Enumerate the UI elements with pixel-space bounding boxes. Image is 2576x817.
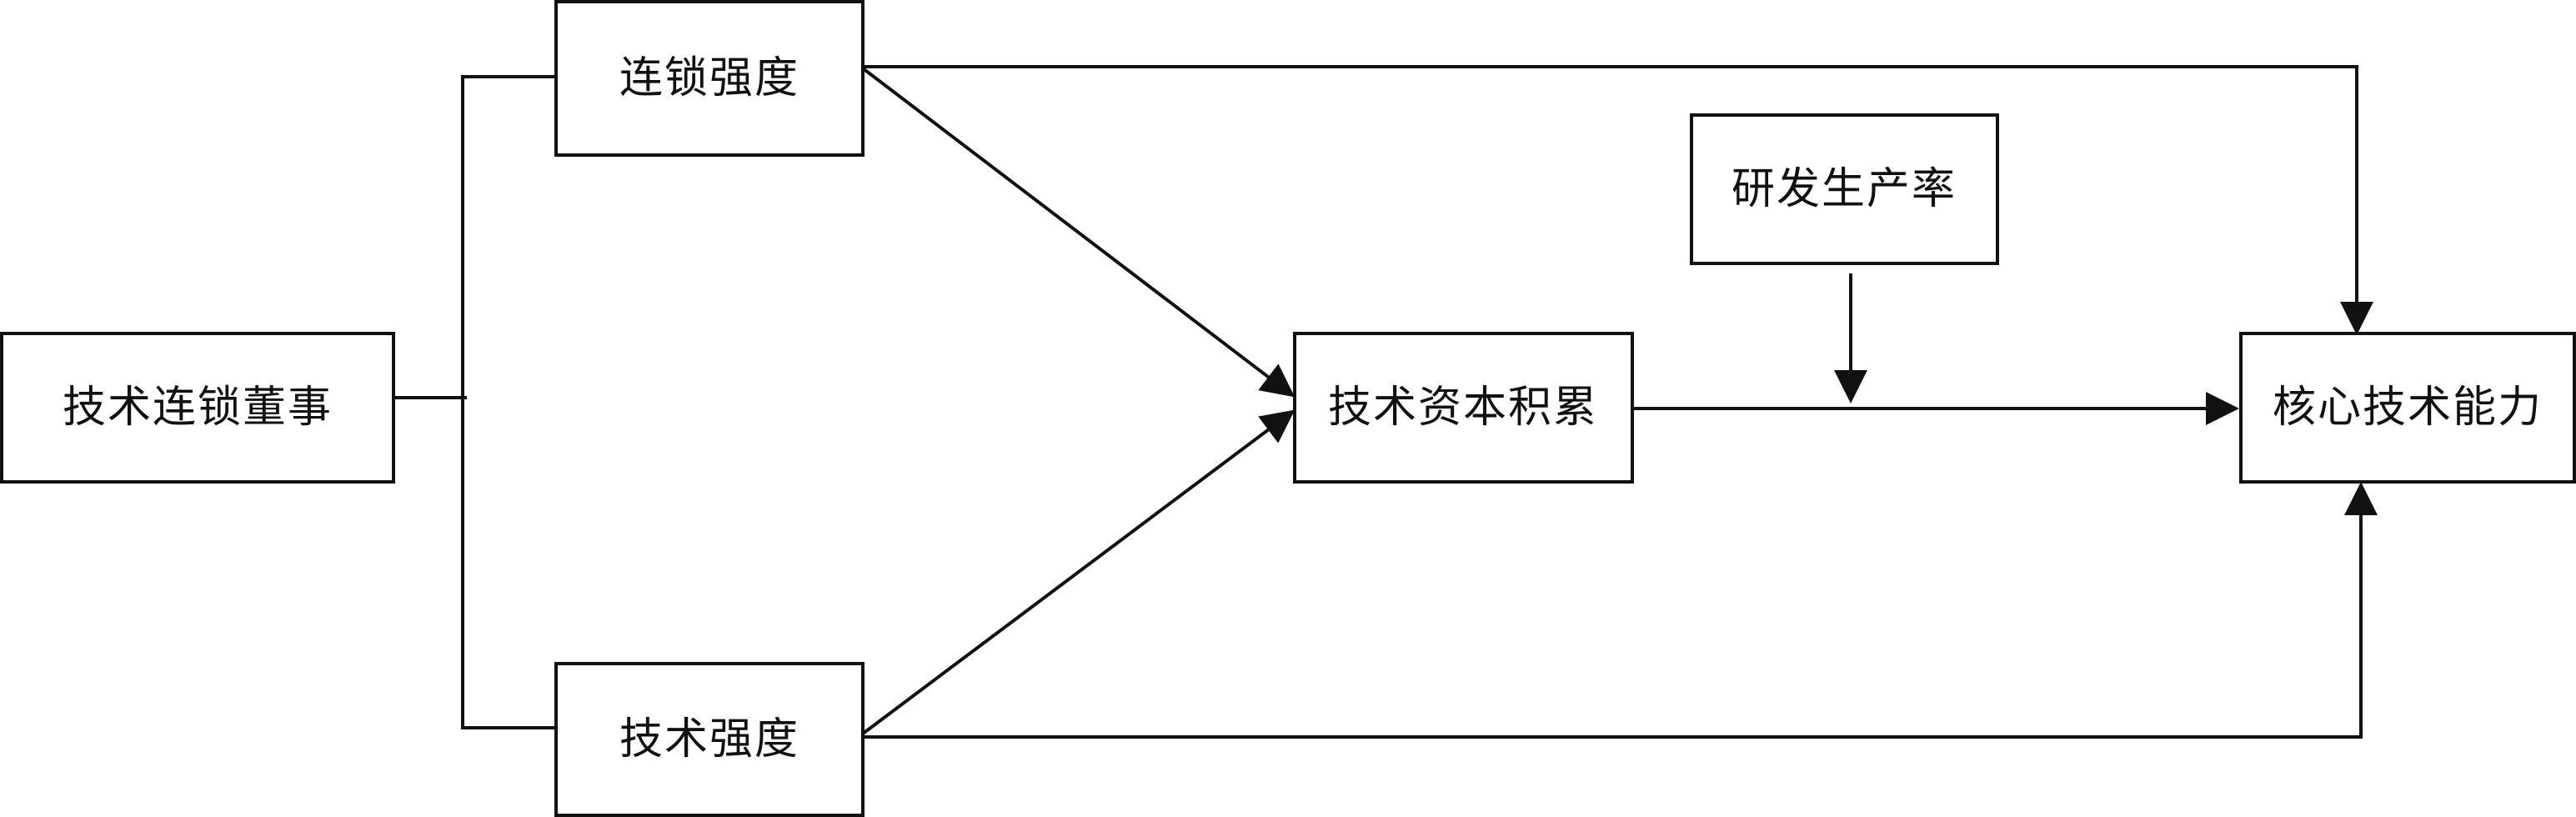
node-tech-intensity: 技术强度: [554, 662, 865, 817]
arrow-tech-to-core: [863, 482, 2378, 739]
node-label: 研发生产率: [1732, 164, 1957, 214]
arrow-interlock-to-core: [863, 65, 2373, 335]
node-box: [2239, 332, 2576, 484]
node-interlock-intensity: 连锁强度: [554, 0, 865, 157]
node-core-tech-capability: 核心技术能力: [2239, 332, 2576, 484]
node-rd-productivity: 研发生产率: [1690, 113, 1999, 265]
branch-connector: [461, 75, 556, 729]
node-tech-capital-accumulation: 技术资本积累: [1293, 332, 1634, 484]
node-interlocking-directors: 技术连锁董事: [0, 332, 395, 484]
node-box: [0, 332, 395, 484]
node-label: 连锁强度: [619, 53, 799, 103]
node-box: [554, 662, 865, 817]
arrow-interlock-to-accumulation: [861, 67, 1296, 398]
node-label: 核心技术能力: [2273, 383, 2543, 433]
node-label: 技术强度: [619, 714, 799, 764]
node-box: [1690, 113, 1999, 265]
node-label: 技术连锁董事: [63, 383, 333, 433]
node-label: 技术资本积累: [1328, 383, 1598, 433]
arrow-tech-to-accumulation: [861, 409, 1296, 735]
node-box: [554, 0, 865, 157]
node-box: [1293, 332, 1634, 484]
connectors: [393, 65, 2378, 739]
